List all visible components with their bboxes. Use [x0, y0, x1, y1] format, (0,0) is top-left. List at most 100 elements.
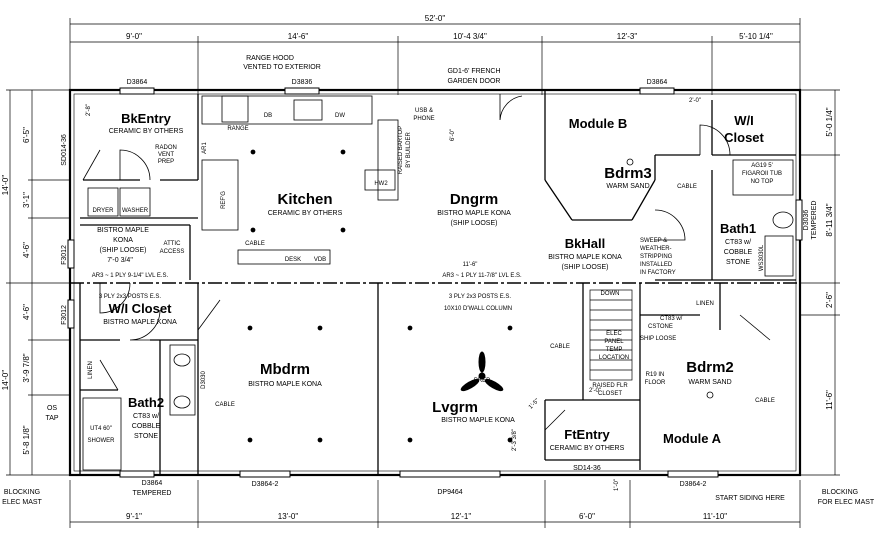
room-wi-closet-top: W/I	[734, 113, 754, 128]
window-mbdrm-label: D3864-2	[252, 481, 279, 488]
room-bkhall-note: (SHIP LOOSE)	[562, 264, 609, 271]
dim-misc-4: 6'-0"	[450, 129, 456, 141]
left-overall-dim-2: 14'-0"	[1, 370, 10, 391]
note-temp: TEMP	[606, 347, 623, 353]
note-blocking-right-2: FOR ELEC MAST	[818, 499, 875, 506]
room-bath1-finish-2: COBBLE	[724, 249, 753, 256]
note-radon: RADON	[155, 145, 177, 151]
note-raised-bartop: RAISED BARTOP	[398, 126, 404, 174]
stairs	[589, 289, 633, 381]
dim-misc-6: 1'-5"	[528, 398, 541, 411]
note-washer: WASHER	[122, 208, 149, 214]
note-ar3-left: AR3 ~ 1 PLY 9-1/4" LVL E.S.	[92, 273, 169, 279]
window-bkentry-label: D3864	[127, 79, 148, 86]
note-bistro-ship-3: (SHIP LOOSE)	[100, 247, 147, 254]
note-floor: FLOOR	[645, 380, 666, 386]
window-kitchen-label: D3836	[292, 79, 313, 86]
note-cable-stair: CABLE	[550, 344, 570, 350]
left-overall-dim-1: 14'-0"	[1, 175, 10, 196]
room-bath2: Bath2	[128, 395, 164, 410]
note-factory: IN FACTORY	[640, 270, 676, 276]
room-dngrm-note: (SHIP LOOSE)	[451, 220, 498, 227]
note-weather: WEATHER-	[640, 246, 672, 252]
note-dw: DW	[335, 113, 345, 119]
note-shower: SHOWER	[88, 438, 116, 444]
left-dim-6: 5'-8 1/8"	[22, 425, 31, 454]
right-dim-3: 2'-6"	[825, 292, 834, 308]
door-swings	[82, 94, 771, 431]
note-refg: REF'G	[221, 191, 227, 209]
note-blocking-left: BLOCKING	[4, 489, 40, 496]
left-dim-3: 4'-6"	[22, 242, 31, 258]
dim-misc-8: 1'-0"	[614, 479, 620, 491]
room-bkentry: BkEntry	[121, 111, 172, 126]
note-radon-3: PREP	[158, 159, 174, 165]
top-dim-5: 5'-10 1/4"	[739, 32, 773, 41]
note-bistro-dim: 7'-0 3/4"	[107, 257, 133, 264]
bottom-dim-5: 11'-10"	[703, 512, 727, 521]
dim-misc-7: 2'-3 3/8"	[512, 429, 518, 451]
note-usb: USB &	[415, 108, 433, 114]
note-d3030: D3030	[201, 371, 207, 389]
room-bath2-finish-1: CT83 w/	[133, 413, 159, 420]
note-ag19: AG19 5'	[751, 163, 773, 169]
note-range: RANGE	[227, 126, 248, 132]
note-r19: R19 IN	[646, 372, 665, 378]
note-installed: INSTALLED	[640, 262, 673, 268]
door-front-label: SD14-36	[573, 465, 601, 472]
bottom-dim-2: 13'-0"	[278, 512, 299, 521]
door-french-label: GD1-6' FRENCH	[447, 68, 500, 75]
note-range-hood: RANGE HOOD	[246, 55, 294, 62]
room-kitchen-finish: CERAMIC BY OTHERS	[268, 210, 343, 217]
ceiling-fixtures	[247, 149, 714, 443]
note-linen-bath2: LINEN	[88, 361, 94, 379]
room-mbdrm: Mbdrm	[260, 361, 310, 378]
note-db: DB	[264, 113, 272, 119]
window-bdrm2-label: D3864-2	[680, 481, 707, 488]
bottom-dim-4: 6'-0"	[579, 512, 595, 521]
note-bistro-ship-2: KONA	[113, 237, 133, 244]
note-no-top: NO TOP	[751, 179, 774, 185]
wall-side-label-2: F3012	[61, 305, 68, 325]
note-start-siding: START SIDING HERE	[715, 495, 785, 502]
note-linen: LINEN	[696, 301, 714, 307]
dimension-lines	[6, 18, 840, 528]
note-cable-bath2: CABLE	[215, 402, 235, 408]
room-bath2-finish-3: STONE	[134, 433, 158, 440]
note-posts-right: 3 PLY 2x3 POSTS E.S.	[449, 294, 511, 300]
note-elec: ELEC	[606, 331, 622, 337]
overall-width-dim: 52'-0"	[425, 14, 446, 23]
note-hw2: HW2	[374, 181, 388, 187]
note-down: DOWN	[601, 291, 620, 297]
note-cstone: CSTONE	[648, 324, 673, 330]
room-wi-closet-top-2: Closet	[724, 130, 764, 145]
note-prep: PREP	[474, 378, 490, 384]
note-attic: ATTIC	[164, 241, 182, 247]
note-range-hood-2: VENTED TO EXTERIOR	[243, 64, 321, 71]
kitchen-cabinets	[201, 95, 399, 265]
window-bath1-note: TEMPERED	[811, 201, 818, 240]
bottom-dim-1: 9'-1"	[126, 512, 142, 521]
window-lvgrm-label: DP9464	[437, 489, 462, 496]
window-bath2-note: TEMPERED	[133, 490, 172, 497]
room-bkentry-finish: CERAMIC BY OTHERS	[109, 128, 184, 135]
note-cable-bdrm3: CABLE	[677, 184, 697, 190]
room-bath1: Bath1	[720, 221, 756, 236]
right-dim-4: 11'-6"	[825, 390, 834, 410]
note-cable-kitchen: CABLE	[245, 241, 265, 247]
room-wi-closet-bottom: W/I Closet	[109, 301, 173, 316]
note-os-tap-2: TAP	[45, 415, 58, 422]
room-mbdrm-finish: BISTRO MAPLE KONA	[248, 381, 322, 388]
windows	[67, 87, 803, 478]
exterior-walls	[68, 88, 802, 477]
room-ftentry-finish: CERAMIC BY OTHERS	[550, 445, 625, 452]
right-dim-2: 8'-11 3/4"	[825, 203, 834, 236]
left-dim-5: 3'-9 7/8"	[22, 353, 31, 382]
note-ship-loose: SHIP LOOSE	[640, 336, 676, 342]
note-stripping: STRIPPING	[640, 254, 673, 260]
room-bkhall-finish: BISTRO MAPLE KONA	[548, 254, 622, 261]
window-bath2-label: D3864	[142, 480, 163, 487]
ceiling-fan-icon	[460, 351, 504, 392]
dim-misc-3: 2'-0"	[589, 388, 601, 394]
